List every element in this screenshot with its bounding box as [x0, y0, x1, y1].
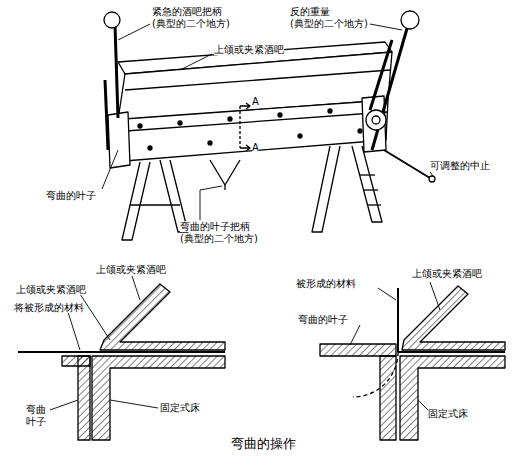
part-label: 紧急的酒吧把柄 (典型的二个地方): [152, 6, 262, 30]
part-label: 上颌或夹紧酒吧: [16, 284, 116, 296]
part-label-text: 弯曲的叶子: [298, 314, 348, 325]
part-label: 弯曲的叶子把柄 (典型的二个地方): [180, 221, 290, 245]
part-label-text: 上颌或夹紧酒吧: [16, 284, 86, 295]
part-label-text: 固定式床: [428, 408, 468, 419]
part-label-text: 上颌或夹紧酒吧: [214, 44, 284, 55]
part-label: 弯曲的叶子: [298, 314, 368, 326]
caption: 弯曲的操作: [231, 436, 351, 452]
part-label: 上颌或夹紧酒吧: [214, 44, 314, 56]
part-label: 上颌或夹紧酒吧: [96, 264, 196, 276]
part-label: 上颌或夹紧酒吧: [412, 268, 512, 280]
part-label-text: 紧急的酒吧把柄 (典型的二个地方): [152, 6, 230, 29]
part-label-text: 将被形成的材料: [14, 302, 84, 313]
part-label-text: 弯曲的叶子把柄 (典型的二个地方): [180, 221, 258, 244]
part-label-text: 弯曲的叶子: [46, 190, 96, 201]
part-label-text: 可调整的中止: [430, 160, 490, 171]
section-mark-text: A: [252, 96, 259, 107]
part-label: 弯曲 叶子: [26, 404, 52, 428]
part-label-text: 弯曲 叶子: [26, 404, 46, 427]
caption-text: 弯曲的操作: [231, 436, 296, 451]
part-label: 固定式床: [160, 402, 230, 414]
part-label-text: 反的重量 (典型的二个地方): [290, 6, 368, 29]
part-label: 固定式床: [428, 408, 498, 420]
part-label: 弯曲的叶子: [46, 190, 116, 202]
part-label-text: 被形成的材料: [296, 278, 356, 289]
section-mark: A: [252, 142, 264, 154]
part-label-text: 上颌或夹紧酒吧: [96, 264, 166, 275]
part-label-text: 上颌或夹紧酒吧: [412, 268, 482, 279]
section-mark: A: [252, 96, 264, 108]
part-label-text: 固定式床: [160, 402, 200, 413]
part-label: 反的重量 (典型的二个地方): [290, 6, 390, 30]
part-label: 可调整的中止: [430, 160, 510, 172]
section-mark-text: A: [252, 142, 259, 153]
part-label: 将被形成的材料: [14, 302, 114, 314]
part-label: 被形成的材料: [296, 278, 386, 290]
